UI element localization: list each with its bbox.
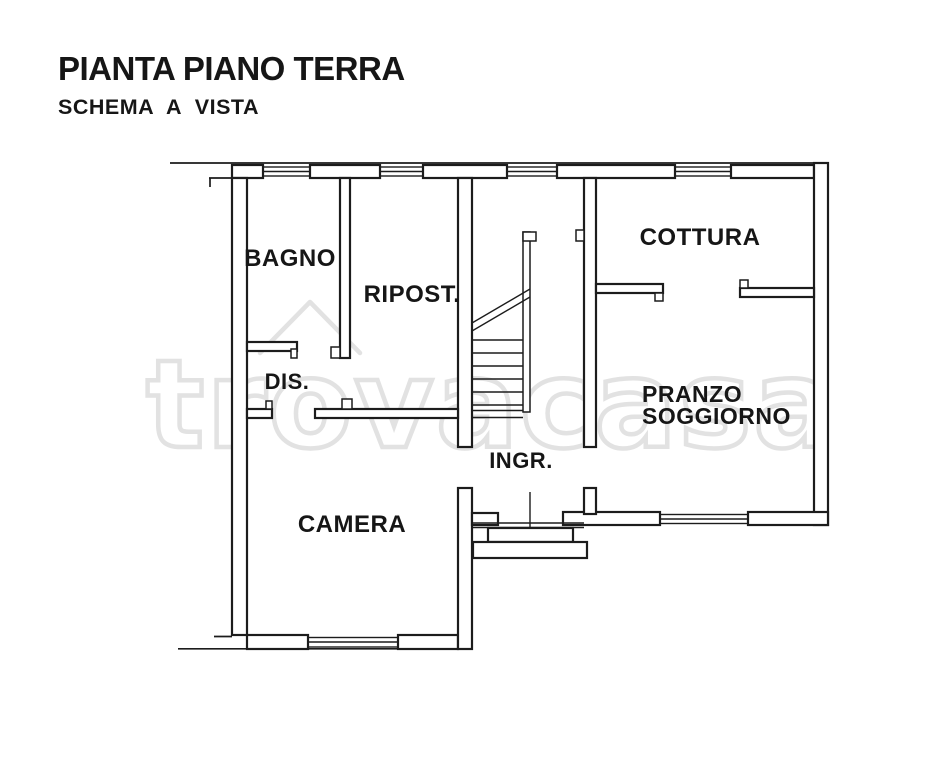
door-jamb (290, 348, 298, 359)
wall-dis-camera (245, 407, 274, 420)
door-jamb (341, 398, 353, 410)
right-wall (812, 161, 830, 527)
stair-cut-line (471, 288, 531, 324)
window-pranzo (659, 513, 749, 525)
staircase (471, 231, 537, 419)
door-jamb (265, 400, 273, 410)
stair-cut-line (471, 296, 531, 332)
entrance (471, 492, 589, 560)
wall-bagno-ripost (338, 176, 352, 360)
window-camera (307, 636, 399, 648)
window-cottura (674, 166, 732, 177)
page-header: PIANTA PIANO TERRA SCHEMA A VISTA (58, 50, 405, 119)
door-jamb (330, 346, 341, 359)
windows (262, 166, 749, 648)
room-label-dis: DIS. (265, 369, 310, 394)
room-label-ripost: RIPOST. (364, 281, 461, 308)
room-label-cottura: COTTURA (640, 224, 761, 251)
camera-right-wall (456, 486, 474, 651)
door-jamb (739, 279, 749, 289)
bottom-wall-segment (245, 633, 310, 651)
wall-cottura-pranzo (738, 286, 816, 299)
wall-cottura-pranzo (594, 282, 665, 295)
room-label-camera: CAMERA (298, 511, 406, 538)
room-labels: BAGNO RIPOST. DIS. CAMERA INGR. COTTURA … (244, 224, 791, 538)
wall-hall-right-stub (582, 486, 598, 516)
top-wall-segment (421, 163, 509, 180)
wall-hall-left (456, 176, 474, 449)
top-wall-segment (230, 163, 265, 180)
door-jamb (575, 229, 585, 242)
room-label-bagno: BAGNO (244, 245, 336, 272)
entrance-wall-stub (470, 511, 500, 527)
stair-rail-hook (522, 231, 537, 242)
stair-rail (522, 231, 531, 413)
window-ripost (379, 166, 424, 177)
exterior-walls (170, 161, 830, 651)
wall-ripost-camera (313, 407, 460, 420)
room-label-ingr: INGR. (489, 448, 553, 473)
page-title: PIANTA PIANO TERRA (58, 50, 405, 87)
entrance-step (471, 540, 589, 560)
bottom-wall-segment (396, 633, 460, 651)
bottom-wall-segment (746, 510, 830, 527)
top-wall-segment (555, 163, 677, 180)
room-label-pranzo: PRANZO (642, 381, 742, 407)
top-wall-segment (729, 163, 816, 180)
window-stairs (506, 166, 558, 177)
entrance-step (486, 526, 575, 544)
page-subtitle: SCHEMA A VISTA (58, 95, 259, 119)
wall-hall-right (582, 176, 598, 449)
wall-bagno-dis (245, 340, 299, 353)
left-wall (230, 176, 249, 637)
top-wall-segment (308, 163, 382, 180)
interior-walls (245, 176, 816, 527)
window-bagno (262, 166, 311, 177)
door-jamb (654, 292, 664, 302)
room-label-soggiorno: SOGGIORNO (642, 403, 791, 429)
